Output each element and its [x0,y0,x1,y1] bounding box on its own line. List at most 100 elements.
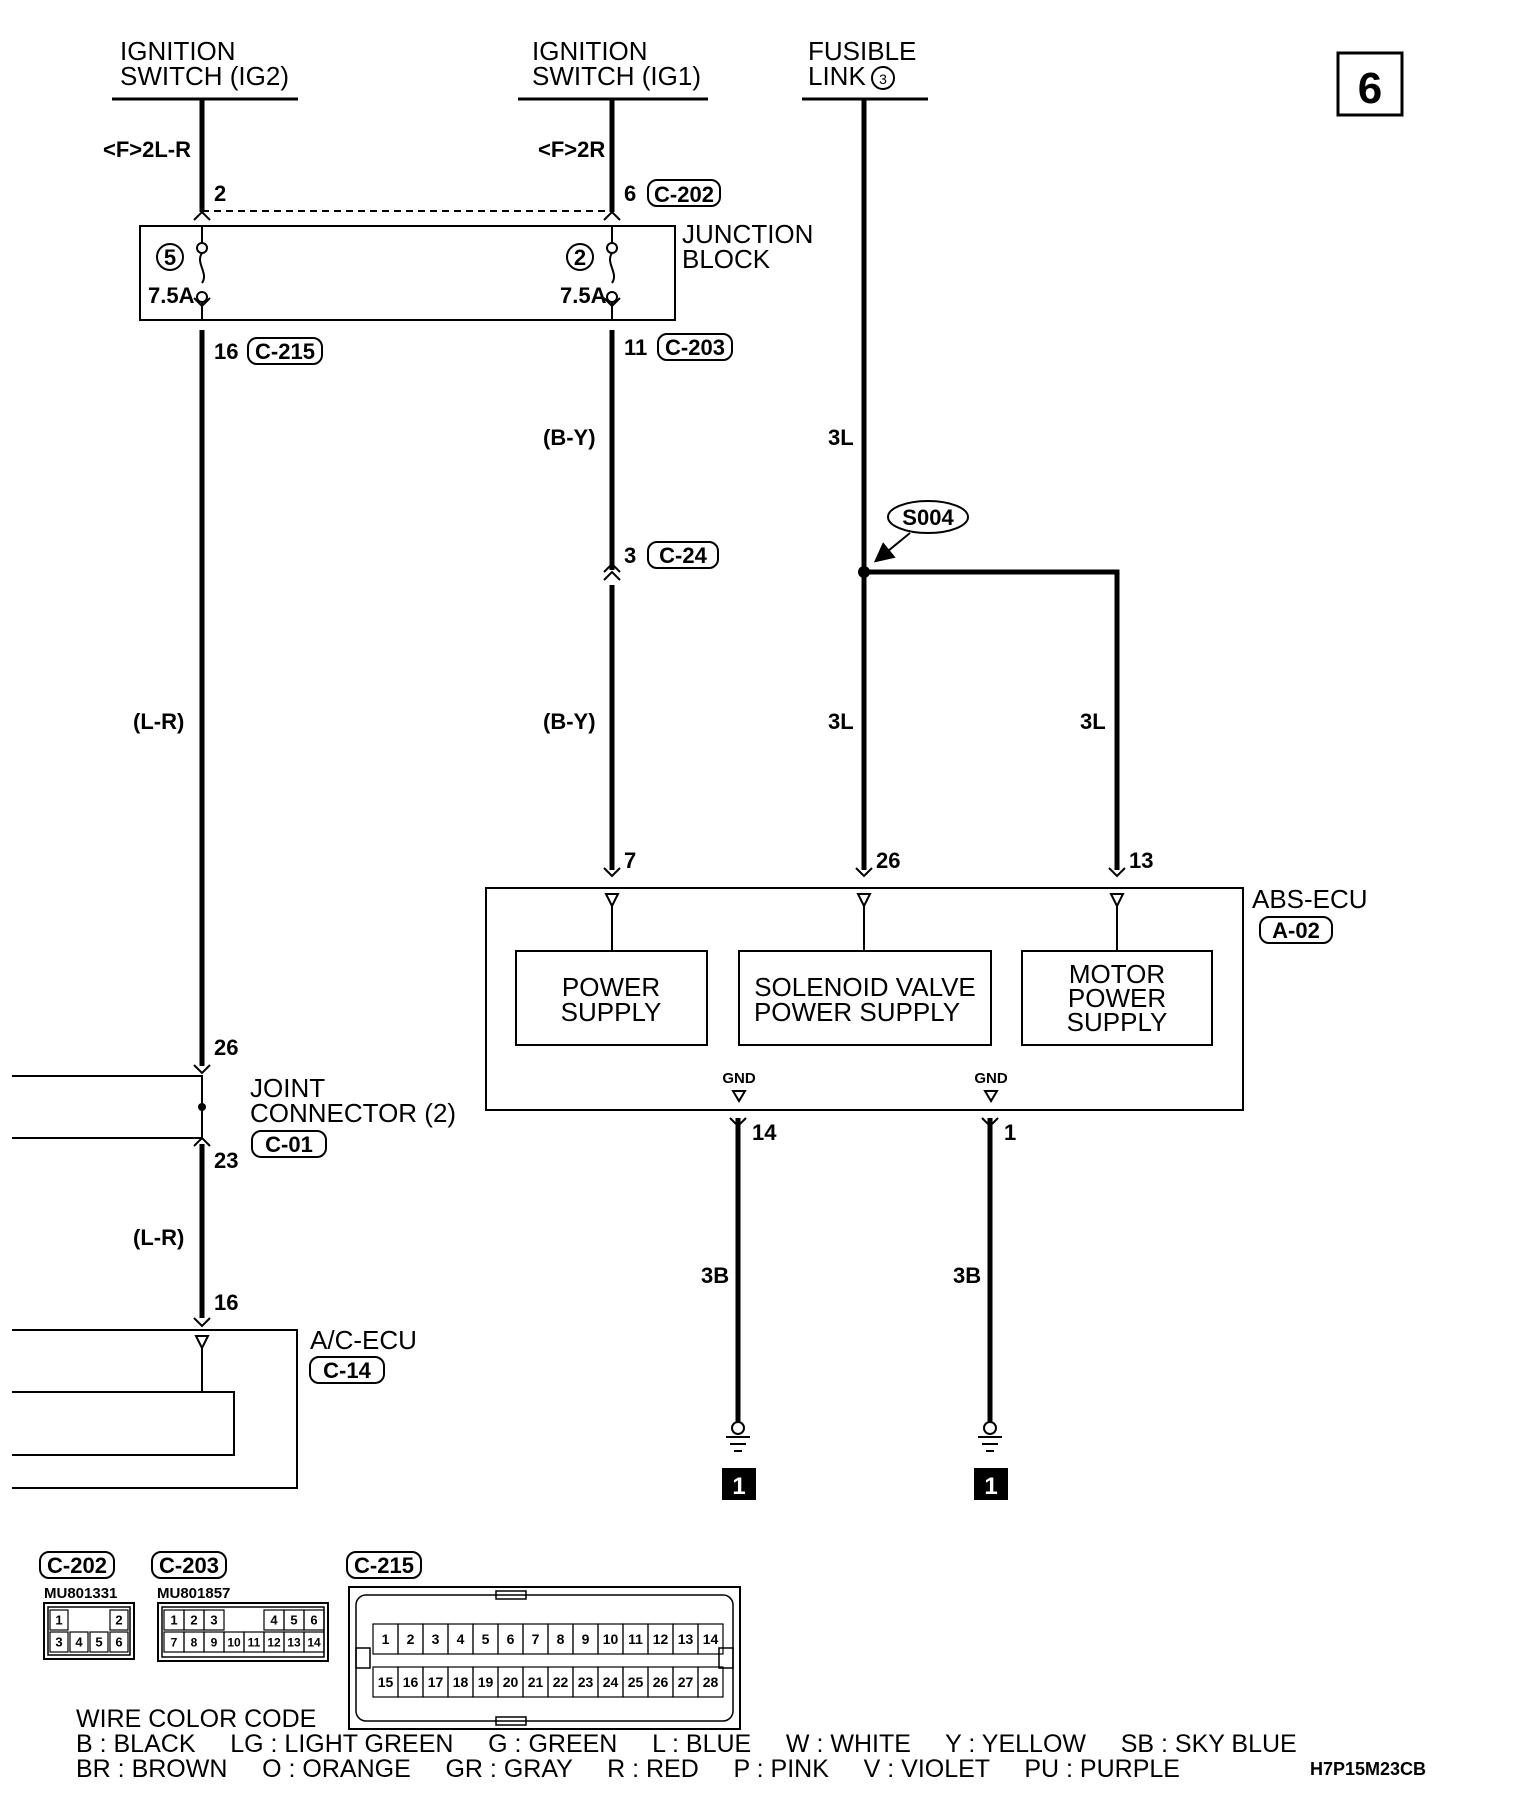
wire-3b-left: 3B [701,1263,729,1288]
conn-c215-label: C-215 [255,339,315,364]
c202-pin-label: 3 [55,1635,62,1650]
fuse-2-number: 2 [574,245,586,270]
c215-pin-label: 4 [457,1631,465,1647]
c215-pin-label: 22 [553,1674,569,1690]
gnd-label-1: GND [722,1070,756,1087]
wire-3l-upper: 3L [828,425,854,450]
wire-color-code: WIRE COLOR CODE B : BLACK LG : LIGHT GRE… [76,1705,1426,1783]
conn-c203-label: C-203 [665,335,725,360]
ac-ecu-conn: C-14 [323,1358,371,1383]
c203-pin-label: 13 [287,1635,301,1649]
jb-pin-11: 11 [624,335,647,360]
connector-c24: 3 C-24 [624,541,719,569]
ig1-label-line1: IGNITION [532,36,648,66]
c202-cavity [69,1631,89,1653]
c215-pin-label: 19 [478,1674,494,1690]
source-fusible-link: FUSIBLE LINK 3 [802,36,928,101]
color-code-row1: B : BLACK LG : LIGHT GREEN G : GREEN L :… [76,1730,1297,1758]
wire-lr-upper: (L-R) [133,709,184,734]
fuse-2-rating: 7.5A [560,283,607,308]
ac-ecu: 16 A/C-ECU C-14 [12,1290,417,1489]
wire-lr-lower: (L-R) [133,1225,184,1250]
c203-pin-label: 12 [267,1635,281,1649]
gnd-label-2: GND [974,1070,1008,1087]
c215-pin-label: 14 [703,1631,719,1647]
c215-pin-label: 27 [678,1674,694,1690]
c203-part-number: MU801857 [157,1585,230,1602]
fusible-link-number: 3 [879,71,887,87]
c215-pin-label: 23 [578,1674,594,1690]
c215-pin-label: 10 [603,1631,619,1647]
c203-face-name: C-203 [159,1553,219,1578]
jb-pin-2: 2 [214,181,226,206]
junction-block-label-1: JUNCTION [682,219,813,249]
c215-pin-label: 16 [403,1674,419,1690]
c215-pin-label: 2 [407,1631,415,1647]
joint-pin-23: 23 [214,1148,238,1173]
fuse-5-rating: 7.5A [148,283,195,308]
c202-pin-label: 5 [95,1635,102,1650]
abs-pin-13: 13 [1129,848,1153,873]
c202-face-name: C-202 [47,1553,107,1578]
ig2-label-line1: IGNITION [120,36,236,66]
c202-cavity [89,1631,109,1653]
motor-line1: MOTOR [1069,959,1165,989]
solenoid-line1: SOLENOID VALVE [754,972,976,1002]
splice-label: S004 [902,505,954,530]
junction-block-label-2: BLOCK [682,244,771,274]
color-code-row2: BR : BROWN O : ORANGE GR : GRAY R : RED … [76,1755,1180,1783]
power-supply-line1: POWER [562,972,660,1002]
abs-gnd-pin-1: 1 [1004,1120,1016,1145]
c203-pin-label: 4 [270,1613,278,1628]
c215-pin-label: 13 [678,1631,694,1647]
c202-pin-label: 2 [115,1613,122,1628]
c215-pin-label: 5 [482,1631,490,1647]
power-supply-line2: SUPPLY [561,997,662,1027]
c202-pin-label: 4 [75,1635,83,1650]
c215-pin-label: 8 [557,1631,565,1647]
c215-pin-label: 26 [653,1674,669,1690]
wire-3l-mid: 3L [828,709,854,734]
abs-pin-26: 26 [876,848,900,873]
connector-marks [193,210,1126,1328]
jb-pin-16: 16 [214,339,238,364]
c215-pin-label: 12 [653,1631,669,1647]
c202-part-number: MU801331 [44,1585,117,1602]
splice-s004: S004 [858,500,969,578]
c215-pin-label: 3 [432,1631,440,1647]
c215-pin-label: 6 [507,1631,515,1647]
c215-face-name: C-215 [354,1553,414,1578]
source-ig2: IGNITION SWITCH (IG2) <F>2L-R [103,36,298,162]
jb-pin-6: 6 [624,181,636,206]
abs-ecu-label: ABS-ECU [1252,884,1368,914]
ig2-wire-code: <F>2L-R [103,137,191,162]
abs-gnd-pin-14: 14 [752,1120,777,1145]
wire-3b-right: 3B [953,1263,981,1288]
solenoid-line2: POWER SUPPLY [754,997,960,1027]
junction-block: 5 7.5A 2 7.5A JUNCTION BLOCK 2 6 C-202 1… [139,179,813,365]
color-code-title: WIRE COLOR CODE [76,1705,316,1733]
motor-line2: POWER [1068,983,1166,1013]
c215-pin-label: 9 [582,1631,590,1647]
page-number: 6 [1358,64,1382,113]
c203-pin-label: 14 [307,1635,321,1649]
ig1-wire-code: <F>2R [538,137,605,162]
c24-label: C-24 [659,543,707,568]
c203-cavity [303,1631,325,1653]
abs-ecu: 7 26 13 ABS-ECU A-02 POWER SUPPLY SOLENO… [485,848,1368,1145]
ground-ref-right: 1 [984,1473,997,1500]
c203-cavity [203,1609,225,1631]
motor-line3: SUPPLY [1067,1007,1168,1037]
joint-connector: 26 JOINT CONNECTOR (2) C-01 23 [12,1035,456,1173]
fusible-label-line2: LINK [808,61,866,91]
c215-pin-label: 24 [603,1674,619,1690]
wire-by-lower: (B-Y) [543,709,596,734]
c203-pin-label: 3 [210,1613,217,1628]
ig2-label-line2: SWITCH (IG2) [120,61,289,91]
ground-right: 1 [974,1421,1008,1500]
c203-pin-label: 8 [191,1635,198,1649]
